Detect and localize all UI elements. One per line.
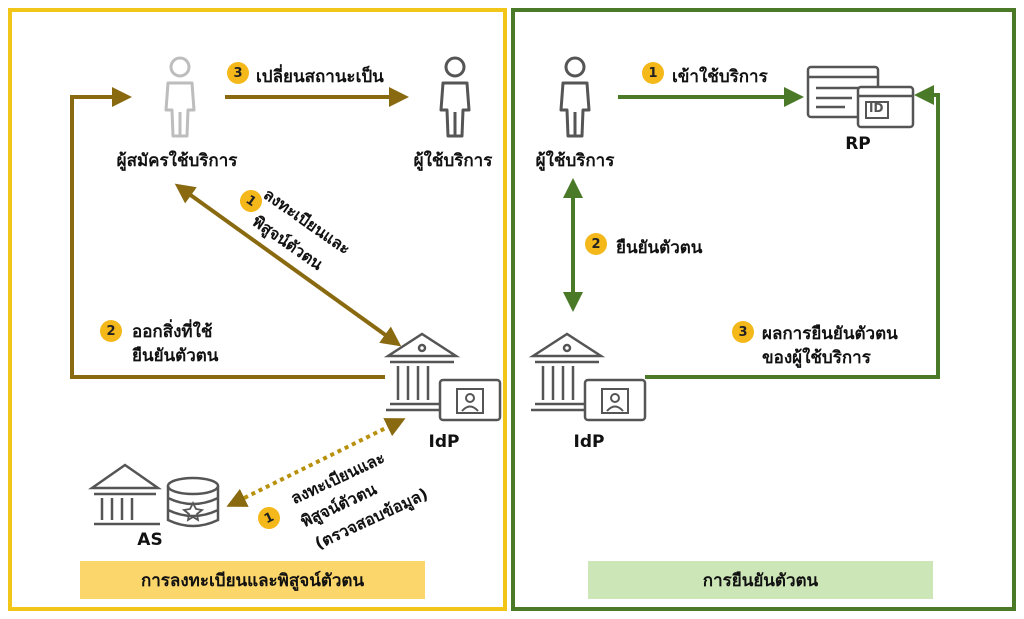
idp-bank-icon-left (383, 332, 461, 412)
applicant-label: ผู้สมัครใช้บริการ (116, 151, 238, 171)
user-label-right: ผู้ใช้บริการ (535, 151, 615, 171)
register-verify-arrow (174, 183, 402, 347)
authentication-caption: การยืนยันตัวตน (588, 561, 933, 599)
step-2-text-line1-left: ออกสิ่งที่ใช้ (132, 322, 213, 342)
id-card-icon-right (583, 378, 647, 422)
issue-credential-arrow (70, 87, 385, 379)
rp-browser-icon (806, 65, 915, 129)
step-3-text-line1-right: ผลการยืนยันตัวตน (762, 324, 898, 344)
step-1-text-right: เข้าใช้บริการ (672, 67, 768, 87)
idp-label-left: IdP (428, 432, 460, 452)
step-3-text-left: เปลี่ยนสถานะเป็น (256, 67, 384, 87)
auth-result-arrow (645, 85, 940, 379)
user-person-icon-left (439, 56, 471, 138)
idp-bank-icon-right (528, 332, 606, 412)
as-label: AS (137, 530, 163, 550)
step-2-badge-right: 2 (585, 233, 607, 255)
step-3-text-line2-right: ของผู้ใช้บริการ (762, 348, 871, 368)
as-bank-icon (88, 463, 162, 526)
step-1-badge-right: 1 (642, 62, 664, 84)
user-person-icon-right (559, 56, 591, 138)
step-3-badge-right: 3 (732, 321, 754, 343)
database-icon (166, 476, 220, 528)
step-3-badge-left: 3 (227, 62, 249, 84)
rp-label: RP (845, 134, 871, 154)
step-2-text-line2-left: ยืนยันตัวตน (132, 346, 219, 366)
step-2-text-right: ยืนยันตัวตน (616, 238, 703, 258)
registration-panel (8, 8, 507, 611)
id-card-icon-left (438, 378, 502, 422)
idp-label-right: IdP (573, 432, 605, 452)
step-2-badge-left: 2 (100, 320, 122, 342)
authentication-panel (511, 8, 1016, 611)
applicant-person-icon (164, 56, 196, 138)
registration-caption: การลงทะเบียนและพิสูจน์ตัวตน (80, 561, 425, 599)
rp-id-card-text: ID (869, 101, 884, 115)
user-label-left: ผู้ใช้บริการ (413, 151, 493, 171)
